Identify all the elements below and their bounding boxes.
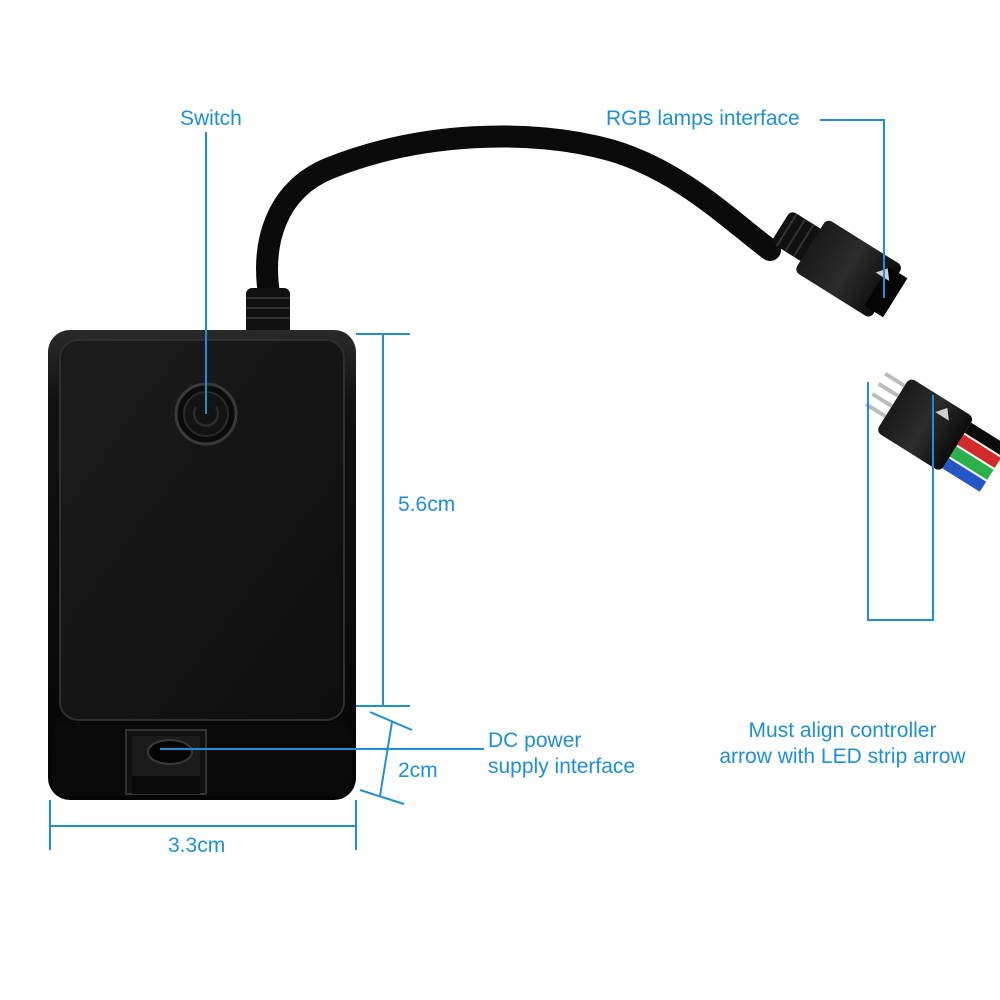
switch-label: Switch [180,107,242,130]
cable-strain-relief [246,288,290,336]
controller-cable [256,125,781,311]
annotation-lines [49,119,934,850]
dc-power-line-2: supply interface [488,755,636,778]
alignment-note: Must align controller arrow with LED str… [690,718,995,770]
alignment-note-line-1: Must align controller [748,719,937,742]
dc-power-label: DC power supply interface [488,728,635,780]
controller-box [48,330,356,800]
dc-jack [125,729,207,795]
depth-dimension-label: 2cm [398,759,438,782]
rgb-interface-label: RGB lamps interface [606,107,800,130]
led-strip-connector [864,371,1000,492]
dc-power-line-1: DC power [488,729,582,752]
rgb-female-connector [772,212,908,318]
alignment-note-line-2: arrow with LED strip arrow [719,745,966,768]
height-dimension-label: 5.6cm [398,493,456,516]
width-dimension-label: 3.3cm [168,834,226,857]
